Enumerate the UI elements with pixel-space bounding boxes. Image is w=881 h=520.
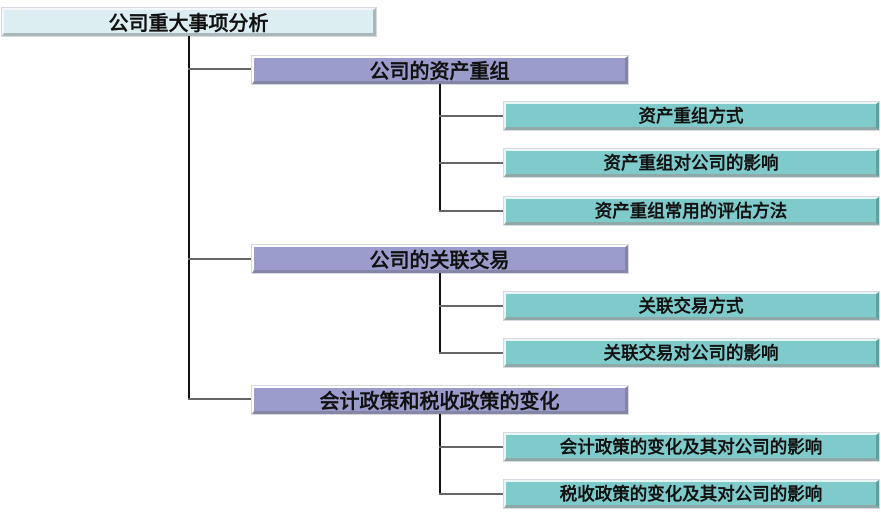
item-node-restructuring-valuation: 资产重组常用的评估方法: [503, 196, 880, 226]
item-node-accounting-policy-impact: 会计政策的变化及其对公司的影响: [503, 432, 880, 462]
item-node-label: 关联交易方式: [638, 297, 744, 317]
item-3-1-branch-connector: [439, 446, 504, 448]
root-node: 公司重大事项分析: [1, 7, 377, 37]
item-node-label: 关联交易对公司的影响: [603, 344, 779, 364]
item-node-label: 税收政策的变化及其对公司的影响: [559, 485, 823, 505]
group-2-branch-connector: [188, 258, 252, 260]
item-node-related-transaction-methods: 关联交易方式: [503, 291, 880, 321]
item-node-label: 会计政策的变化及其对公司的影响: [559, 438, 823, 458]
group-node-label: 会计政策和税收政策的变化: [319, 389, 560, 413]
group-3-branch-connector: [188, 398, 252, 400]
item-node-label: 资产重组对公司的影响: [603, 154, 779, 174]
item-1-1-branch-connector: [439, 115, 504, 117]
group-node-label: 公司的关联交易: [369, 248, 510, 272]
item-1-2-branch-connector: [439, 162, 504, 164]
group-node-policy-changes: 会计政策和税收政策的变化: [251, 385, 629, 415]
group-2-trunk-connector: [439, 273, 441, 353]
item-node-tax-policy-impact: 税收政策的变化及其对公司的影响: [503, 479, 880, 509]
group-node-label: 公司的资产重组: [369, 59, 510, 83]
item-node-label: 资产重组方式: [638, 107, 744, 127]
group-1-trunk-connector: [439, 84, 441, 211]
group-node-related-transactions: 公司的关联交易: [251, 244, 629, 274]
group-3-trunk-connector: [439, 414, 441, 495]
item-2-1-branch-connector: [439, 305, 504, 307]
item-node-label: 资产重组常用的评估方法: [594, 202, 788, 222]
root-trunk-connector: [188, 36, 190, 400]
item-1-3-branch-connector: [439, 210, 504, 212]
item-node-restructuring-methods: 资产重组方式: [503, 101, 880, 131]
group-node-asset-restructuring: 公司的资产重组: [251, 55, 629, 85]
item-node-restructuring-impact: 资产重组对公司的影响: [503, 148, 880, 178]
group-1-branch-connector: [188, 68, 252, 70]
root-node-label: 公司重大事项分析: [108, 11, 269, 35]
item-3-2-branch-connector: [439, 493, 504, 495]
item-2-2-branch-connector: [439, 352, 504, 354]
item-node-related-transaction-impact: 关联交易对公司的影响: [503, 338, 880, 368]
